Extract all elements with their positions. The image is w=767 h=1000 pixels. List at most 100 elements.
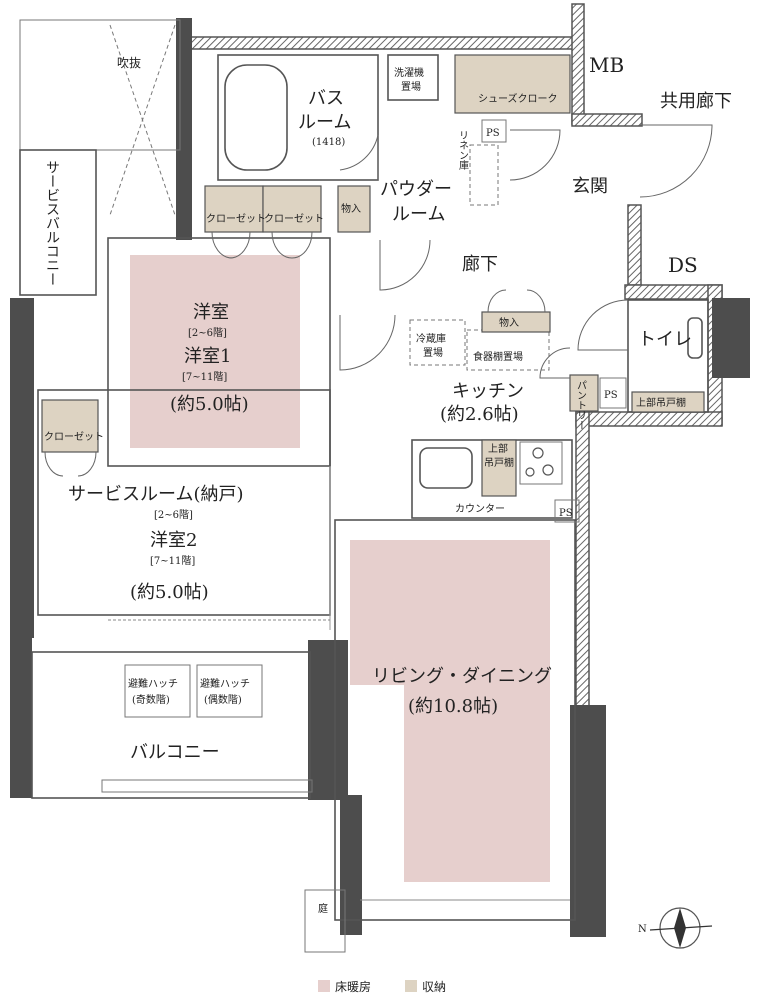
closet-b-fill — [262, 185, 322, 233]
hatch-box-2 — [196, 664, 263, 718]
upper-shelf-k-fill — [481, 439, 517, 497]
closet-a-fill — [204, 185, 264, 233]
legend-floor-heating-label: 床暖房 — [335, 979, 371, 994]
compass: N — [638, 907, 713, 949]
wall-top — [189, 36, 576, 50]
label-ps1: PS — [486, 128, 500, 139]
void-cross — [109, 24, 176, 216]
pantry-fill — [569, 374, 599, 412]
door-closet-ab — [211, 231, 313, 259]
label-western1-size: (約5.0帖) — [170, 394, 249, 415]
door-toilet — [577, 299, 629, 351]
label-closet-a: クローゼット — [206, 213, 266, 225]
label-service-room: サービスルーム(納戸) — [68, 484, 244, 505]
garden-outline — [304, 889, 346, 953]
wall-south-left — [340, 795, 362, 935]
bathtub — [224, 64, 288, 171]
void-outline — [19, 19, 181, 151]
label-western2: 洋室2 — [150, 530, 197, 551]
label-powder-2: ルーム — [392, 204, 445, 225]
label-washer-2: 置場 — [401, 80, 421, 93]
label-shoe-cloak: シューズクローク — [478, 92, 558, 105]
label-fridge-1: 冷蔵庫 — [416, 332, 446, 345]
ps1-box — [481, 119, 507, 143]
compass-label: N — [638, 924, 647, 935]
label-corridor: 廊下 — [462, 254, 498, 275]
burner-2 — [542, 464, 554, 476]
legend-storage-swatch — [405, 980, 417, 992]
label-hatch1-1: 避難ハッチ — [128, 677, 178, 690]
wall-balcony-right — [308, 640, 348, 800]
storage-fill — [337, 185, 371, 233]
label-western2-floors: [7~11階] — [150, 555, 195, 567]
hatch-box-1 — [124, 664, 191, 718]
burner-3 — [525, 467, 535, 477]
label-storage: 物入 — [341, 202, 361, 215]
service-balcony-outline — [19, 149, 97, 296]
wall-mb-bottom — [571, 113, 643, 127]
label-western1-b: 洋室1 — [184, 346, 231, 367]
door-kitchen — [539, 347, 571, 379]
wall-south-right — [570, 705, 606, 937]
label-common-corridor: 共用廊下 — [660, 91, 732, 112]
wall-toilet-bottom — [575, 411, 723, 427]
legend-floor-heating-swatch — [318, 980, 330, 992]
ps3-box — [554, 499, 580, 523]
wall-void-right — [176, 18, 192, 240]
label-western1-a-floors: [2~6階] — [188, 327, 227, 339]
label-powder-1: パウダー — [380, 179, 452, 200]
label-linen: リネン庫 — [457, 130, 469, 171]
bath-outline — [217, 54, 379, 181]
legend: 床暖房 収納 — [318, 979, 446, 994]
sink — [419, 447, 473, 489]
door-closet-c — [44, 451, 97, 477]
label-closet-b: クローゼット — [264, 213, 324, 225]
label-bath-1: バス — [308, 88, 344, 109]
label-pantry: パントリー — [575, 380, 587, 430]
compass-needle-icon — [674, 908, 686, 948]
label-ps2: PS — [604, 390, 618, 401]
label-kitchen-size: (約2.6帖) — [440, 404, 519, 425]
wall-east — [575, 411, 590, 713]
label-storage2: 物入 — [499, 316, 519, 329]
door-bath — [339, 134, 379, 180]
label-kitchen-name: キッチン — [452, 381, 524, 402]
western1-outline — [107, 237, 331, 467]
label-washer-1: 洗濯機 — [394, 66, 424, 79]
door-entrance — [639, 124, 713, 198]
toilet-seat — [687, 317, 703, 359]
label-fridge-2: 置場 — [423, 346, 443, 359]
label-bath-2: ルーム — [298, 112, 351, 133]
ps2-box — [599, 377, 627, 409]
label-hatch1-2: (奇数階) — [132, 693, 170, 706]
shoe-cloak-fill — [454, 54, 571, 114]
label-garden: 庭 — [318, 902, 328, 915]
label-upper-shelf-k1: 上部 — [488, 442, 508, 455]
label-bath-size: (1418) — [312, 137, 345, 148]
label-ds: DS — [668, 253, 698, 277]
label-entrance: 玄関 — [572, 176, 608, 197]
dish-box — [466, 329, 550, 371]
door-powder — [379, 239, 431, 291]
label-toilet: トイレ — [638, 329, 692, 350]
heat-western1 — [130, 255, 300, 448]
linen-box — [469, 144, 499, 206]
label-closet-c: クローゼット — [44, 431, 104, 443]
label-upper-shelf-toilet: 上部吊戸棚 — [636, 396, 686, 409]
storage2-fill — [481, 311, 551, 333]
label-void: 吹抜 — [117, 56, 141, 70]
label-hatch2-1: 避難ハッチ — [200, 677, 250, 690]
label-counter: カウンター — [455, 503, 505, 515]
label-balcony: バルコニー — [130, 742, 220, 763]
heat-living — [350, 540, 550, 882]
label-dish-shelf: 食器棚置場 — [473, 350, 523, 363]
label-western2-size: (約5.0帖) — [130, 582, 209, 603]
label-ps3: PS — [559, 508, 573, 519]
label-living-size: (約10.8帖) — [408, 696, 498, 717]
label-upper-shelf-k2: 吊戸棚 — [484, 456, 514, 469]
label-mb: MB — [589, 53, 624, 77]
upper-shelf-toilet-fill — [631, 391, 705, 413]
stove-box — [519, 441, 563, 485]
living-outline — [334, 519, 576, 921]
